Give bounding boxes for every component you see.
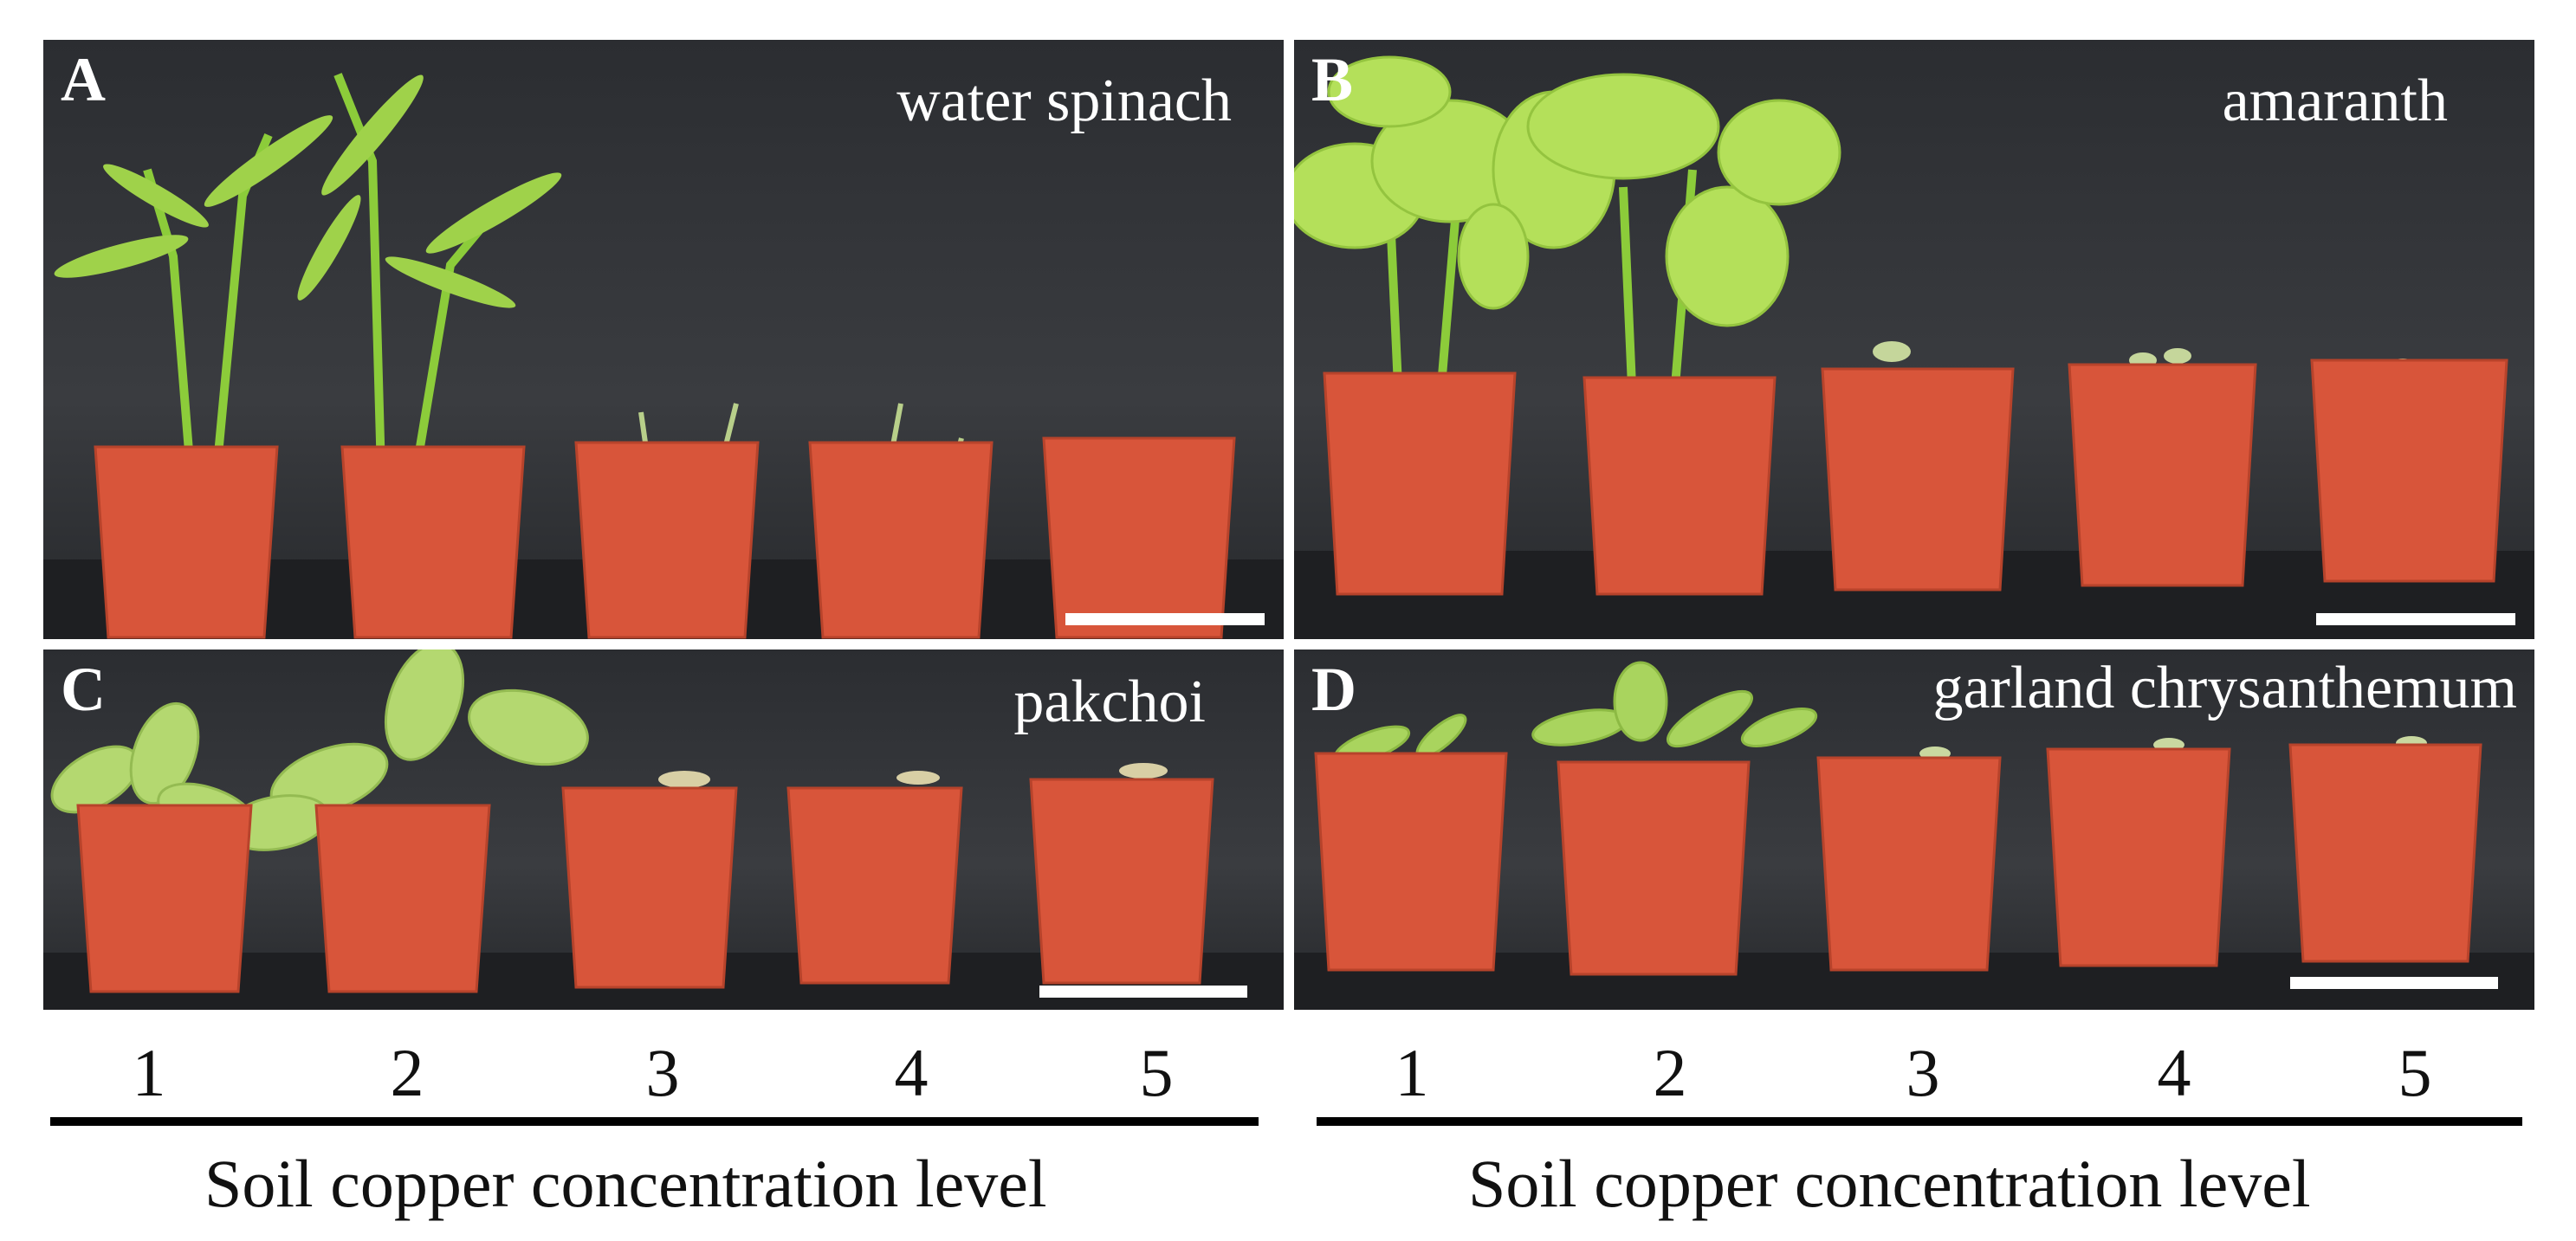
level-right-2: 2 (1653, 1035, 1687, 1110)
axis-title-left: Soil copper concentration level (204, 1146, 1047, 1221)
photo-garland-chrysanthemum (1294, 661, 2534, 1010)
panel-label-a: A (61, 45, 106, 114)
photo-water-spinach (43, 73, 1284, 639)
scale-bar-c (1039, 986, 1247, 998)
panel-label-c: C (61, 655, 106, 724)
level-right-4: 4 (2157, 1035, 2191, 1110)
scale-bar-a (1065, 613, 1265, 625)
axis-title-right: Soil copper concentration level (1468, 1146, 2311, 1221)
scale-bar-b (2316, 613, 2515, 625)
species-label-a: water spinach (896, 68, 1232, 134)
photo-amaranth (1294, 55, 2534, 639)
level-right-5: 5 (2398, 1035, 2432, 1110)
level-left-1: 1 (132, 1035, 166, 1110)
level-left-3: 3 (645, 1035, 680, 1110)
panel-label-d: D (1311, 655, 1356, 724)
axis-line-left (50, 1117, 1259, 1126)
photo-pakchoi (43, 650, 1284, 1010)
panel-label-b: B (1311, 45, 1354, 114)
panel-b: B amaranth (1294, 40, 2534, 639)
panel-c: C pakchoi (43, 650, 1284, 1010)
panel-d: D garland chrysanthemum (1294, 650, 2534, 1010)
species-label-b: amaranth (2222, 68, 2448, 134)
level-left-5: 5 (1139, 1035, 1174, 1110)
species-label-d: garland chrysanthemum (1932, 655, 2517, 721)
scale-bar-d (2290, 977, 2498, 989)
panel-a: A water spinach (43, 40, 1284, 639)
level-left-4: 4 (894, 1035, 929, 1110)
level-right-1: 1 (1395, 1035, 1429, 1110)
level-left-2: 2 (390, 1035, 424, 1110)
species-label-c: pakchoi (1013, 669, 1206, 735)
axis-line-right (1317, 1117, 2522, 1126)
level-right-3: 3 (1906, 1035, 1940, 1110)
